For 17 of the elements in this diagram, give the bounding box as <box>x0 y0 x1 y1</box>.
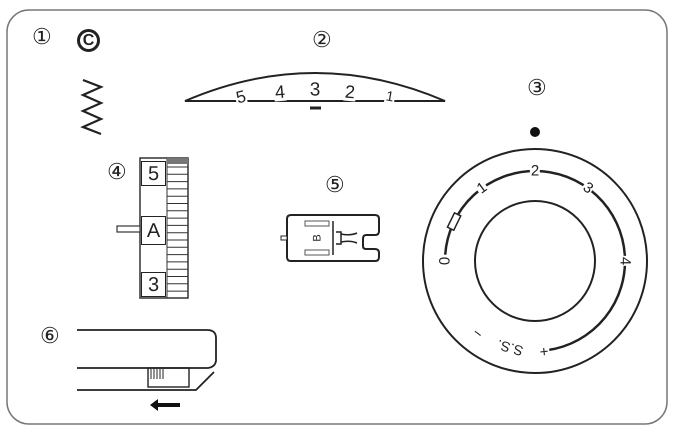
callout-number: ② <box>312 29 332 51</box>
dial-window: 5 <box>141 161 166 186</box>
scale-number: 2 <box>343 82 357 102</box>
dial-number: 0 <box>438 256 452 266</box>
callout-number: ④ <box>107 161 127 183</box>
callout-number: ⑥ <box>40 325 60 347</box>
scale-number: 4 <box>273 82 287 102</box>
foot-letter: B <box>312 234 324 242</box>
dial-number: 4 <box>618 256 632 266</box>
dial-window: 3 <box>141 272 166 297</box>
callout-number: ⑤ <box>325 174 345 196</box>
dial-window: A <box>141 216 166 245</box>
circled-letter: C <box>77 29 100 52</box>
scale-number: 1 <box>384 88 396 104</box>
callout-number: ① <box>32 26 52 48</box>
dial-number: 2 <box>530 164 540 178</box>
callout-number: ③ <box>527 77 547 99</box>
